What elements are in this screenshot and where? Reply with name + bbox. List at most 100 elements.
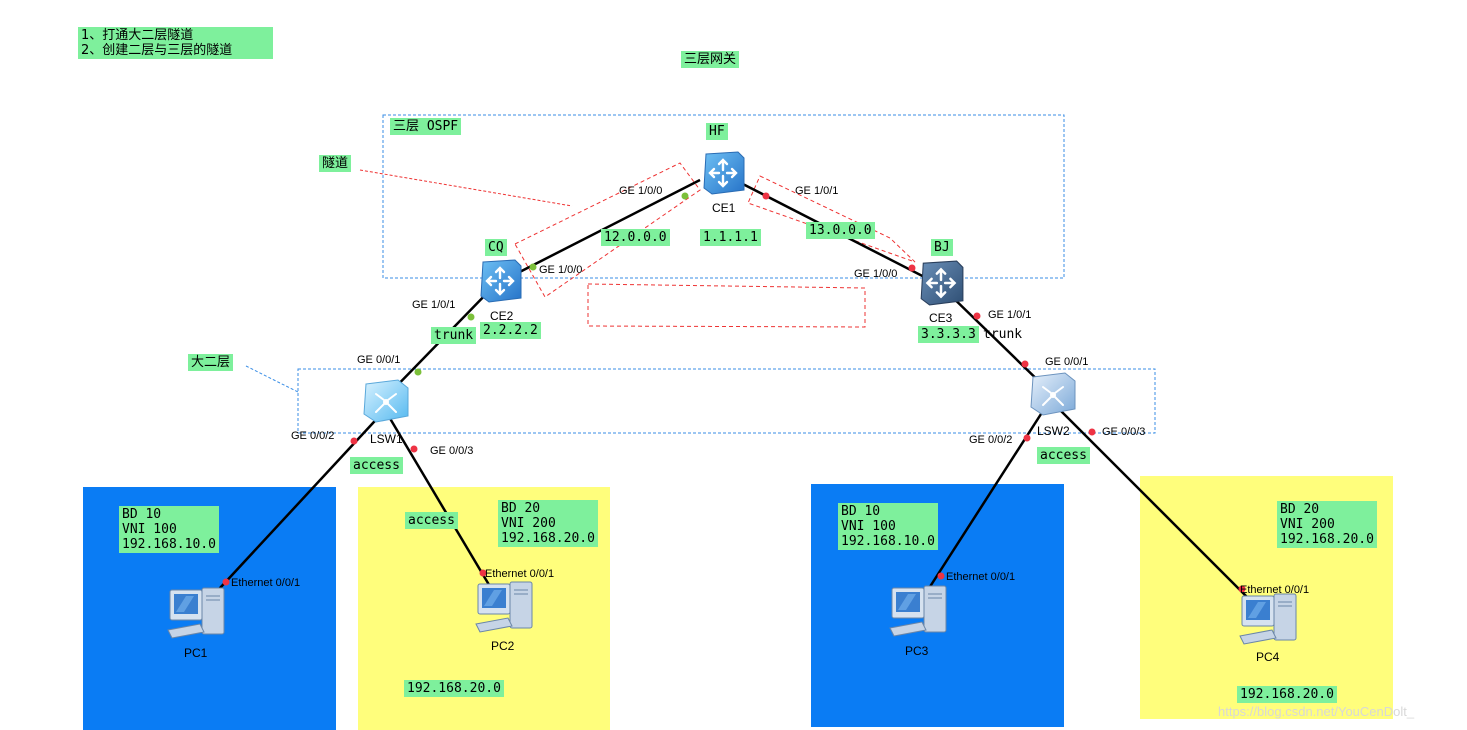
bd-label: BD 20 bbox=[1280, 502, 1320, 517]
port-dot-ce3-g100 bbox=[908, 264, 916, 272]
port-dot-ce2-g101 bbox=[467, 313, 475, 321]
big-l2-label: 大二层 bbox=[188, 354, 234, 371]
segment-pc3-info: BD 10 VNI 100 192.168.10.0 bbox=[838, 503, 938, 550]
pc-pc3[interactable] bbox=[888, 582, 950, 640]
switch-icon bbox=[363, 379, 409, 423]
port-ce1-g100: GE 1/0/0 bbox=[619, 185, 663, 197]
router-icon bbox=[920, 260, 964, 306]
segment-pc2-subnet: 192.168.20.0 bbox=[404, 680, 504, 697]
switch-icon bbox=[1030, 372, 1076, 416]
pc4-name: PC4 bbox=[1256, 650, 1280, 664]
port-lsw2-g001: GE 0/0/1 bbox=[1045, 356, 1089, 368]
big-l2-area-box bbox=[297, 368, 1156, 434]
link-ce3-lsw2-mode: trunk bbox=[983, 327, 1023, 342]
port-dot-lsw1-g001 bbox=[414, 368, 422, 376]
ce3-ip: 3.3.3.3 bbox=[918, 326, 979, 343]
tunnel-ce1-ce2 bbox=[514, 162, 701, 298]
big-l2-callout-line bbox=[245, 365, 299, 393]
router-icon bbox=[703, 151, 745, 195]
link-lsw1-pc1-mode: access bbox=[350, 457, 403, 474]
port-dot-lsw2-g001 bbox=[1021, 360, 1029, 368]
vni-label: VNI 100 bbox=[841, 519, 896, 534]
ce1-ip: 1.1.1.1 bbox=[700, 229, 761, 246]
port-lsw1-g002: GE 0/0/2 bbox=[291, 430, 335, 442]
link-ce3-lsw2 bbox=[942, 287, 1051, 393]
pc-pc1[interactable] bbox=[166, 584, 228, 642]
segment-pc2-info: BD 20 VNI 200 192.168.20.0 bbox=[498, 500, 598, 547]
port-pc2-eth: Ethernet 0/0/1 bbox=[485, 568, 555, 580]
tunnel-ce2-ce3 bbox=[587, 283, 866, 328]
vni-label: VNI 200 bbox=[501, 516, 556, 531]
router-ce2[interactable] bbox=[477, 258, 523, 304]
link-lsw1-pc2-mode: access bbox=[405, 512, 458, 529]
port-pc1-eth: Ethernet 0/0/1 bbox=[231, 577, 301, 589]
computer-icon bbox=[889, 585, 947, 637]
notes-box: 1、打通大二层隧道 2、创建二层与三层的隧道 bbox=[78, 27, 273, 59]
pc3-name: PC3 bbox=[905, 644, 929, 658]
port-dot-ce3-g101 bbox=[973, 312, 981, 320]
port-dot-pc2 bbox=[479, 569, 487, 577]
port-lsw2-g002: GE 0/0/2 bbox=[969, 434, 1013, 446]
port-dot-ce1-g100 bbox=[681, 192, 689, 200]
segment-pc1-info: BD 10 VNI 100 192.168.10.0 bbox=[119, 506, 219, 553]
net-label: 192.168.20.0 bbox=[1280, 532, 1374, 547]
link-lsw2-pc4 bbox=[1049, 399, 1266, 616]
ospf-label: 三层 OSPF bbox=[390, 118, 462, 135]
pc-pc2[interactable] bbox=[474, 578, 536, 636]
lsw2-name: LSW2 bbox=[1037, 424, 1070, 438]
port-dot-lsw2-g003 bbox=[1088, 428, 1096, 436]
router-icon bbox=[480, 259, 522, 303]
bd-label: BD 10 bbox=[122, 507, 162, 522]
link-lsw1-pc2 bbox=[383, 409, 506, 611]
switch-lsw1[interactable] bbox=[362, 378, 410, 424]
router-ce1[interactable] bbox=[700, 150, 746, 196]
port-pc4-eth: Ethernet 0/0/1 bbox=[1240, 584, 1310, 596]
computer-icon bbox=[1239, 593, 1297, 645]
port-lsw1-g001: GE 0/0/1 bbox=[357, 354, 401, 366]
net-label: 192.168.10.0 bbox=[122, 537, 216, 552]
port-ce2-g100: GE 1/0/0 bbox=[539, 264, 583, 276]
gateway-title: 三层网关 bbox=[681, 51, 740, 68]
ce3-tag: BJ bbox=[931, 239, 953, 256]
port-lsw1-g003: GE 0/0/3 bbox=[430, 445, 474, 457]
port-dot-ce2-g100 bbox=[529, 263, 537, 271]
switch-lsw2[interactable] bbox=[1029, 371, 1077, 417]
note-line-2: 2、创建二层与三层的隧道 bbox=[81, 43, 233, 58]
pc1-name: PC1 bbox=[184, 646, 208, 660]
ce2-name: CE2 bbox=[490, 309, 514, 323]
port-ce1-g101: GE 1/0/1 bbox=[795, 185, 839, 197]
ce2-ip: 2.2.2.2 bbox=[480, 322, 541, 339]
vni-label: VNI 200 bbox=[1280, 517, 1335, 532]
link-ce1-ce2-net: 12.0.0.0 bbox=[601, 229, 670, 246]
bd-label: BD 10 bbox=[841, 504, 881, 519]
link-lsw2-pc3-mode: access bbox=[1037, 447, 1090, 464]
tunnel-callout-line bbox=[359, 169, 573, 207]
watermark: https://blog.csdn.net/YouCenDolt_ bbox=[1218, 704, 1415, 719]
router-ce3[interactable] bbox=[917, 259, 965, 307]
port-dot-lsw1-g003 bbox=[410, 445, 418, 453]
link-ce2-lsw1-mode: trunk bbox=[431, 327, 477, 344]
port-lsw2-g003: GE 0/0/3 bbox=[1102, 426, 1146, 438]
port-dot-pc4 bbox=[1238, 585, 1246, 593]
segment-pc4-info: BD 20 VNI 200 192.168.20.0 bbox=[1277, 501, 1377, 548]
bd-label: BD 20 bbox=[501, 501, 541, 516]
computer-icon bbox=[475, 581, 533, 633]
computer-icon bbox=[167, 587, 225, 639]
port-pc3-eth: Ethernet 0/0/1 bbox=[946, 571, 1016, 583]
port-dot-pc3 bbox=[937, 572, 945, 580]
ospf-area-box bbox=[382, 114, 1065, 279]
tunnel-label: 隧道 bbox=[319, 155, 352, 172]
port-dot-ce1-g101 bbox=[762, 192, 770, 200]
port-ce3-g101: GE 1/0/1 bbox=[988, 309, 1032, 321]
pc2-name: PC2 bbox=[491, 639, 515, 653]
pc-pc4[interactable] bbox=[1238, 590, 1300, 648]
net-label: 192.168.10.0 bbox=[841, 534, 935, 549]
port-dot-pc1 bbox=[222, 578, 230, 586]
ce2-tag: CQ bbox=[485, 239, 507, 256]
lsw1-name: LSW1 bbox=[370, 432, 403, 446]
port-dot-lsw2-g002 bbox=[1023, 434, 1031, 442]
note-line-1: 1、打通大二层隧道 bbox=[81, 28, 194, 43]
ce1-tag: HF bbox=[706, 123, 728, 140]
link-ce1-ce3-net: 13.0.0.0 bbox=[806, 222, 875, 239]
tunnel-ce1-ce3 bbox=[747, 175, 916, 263]
